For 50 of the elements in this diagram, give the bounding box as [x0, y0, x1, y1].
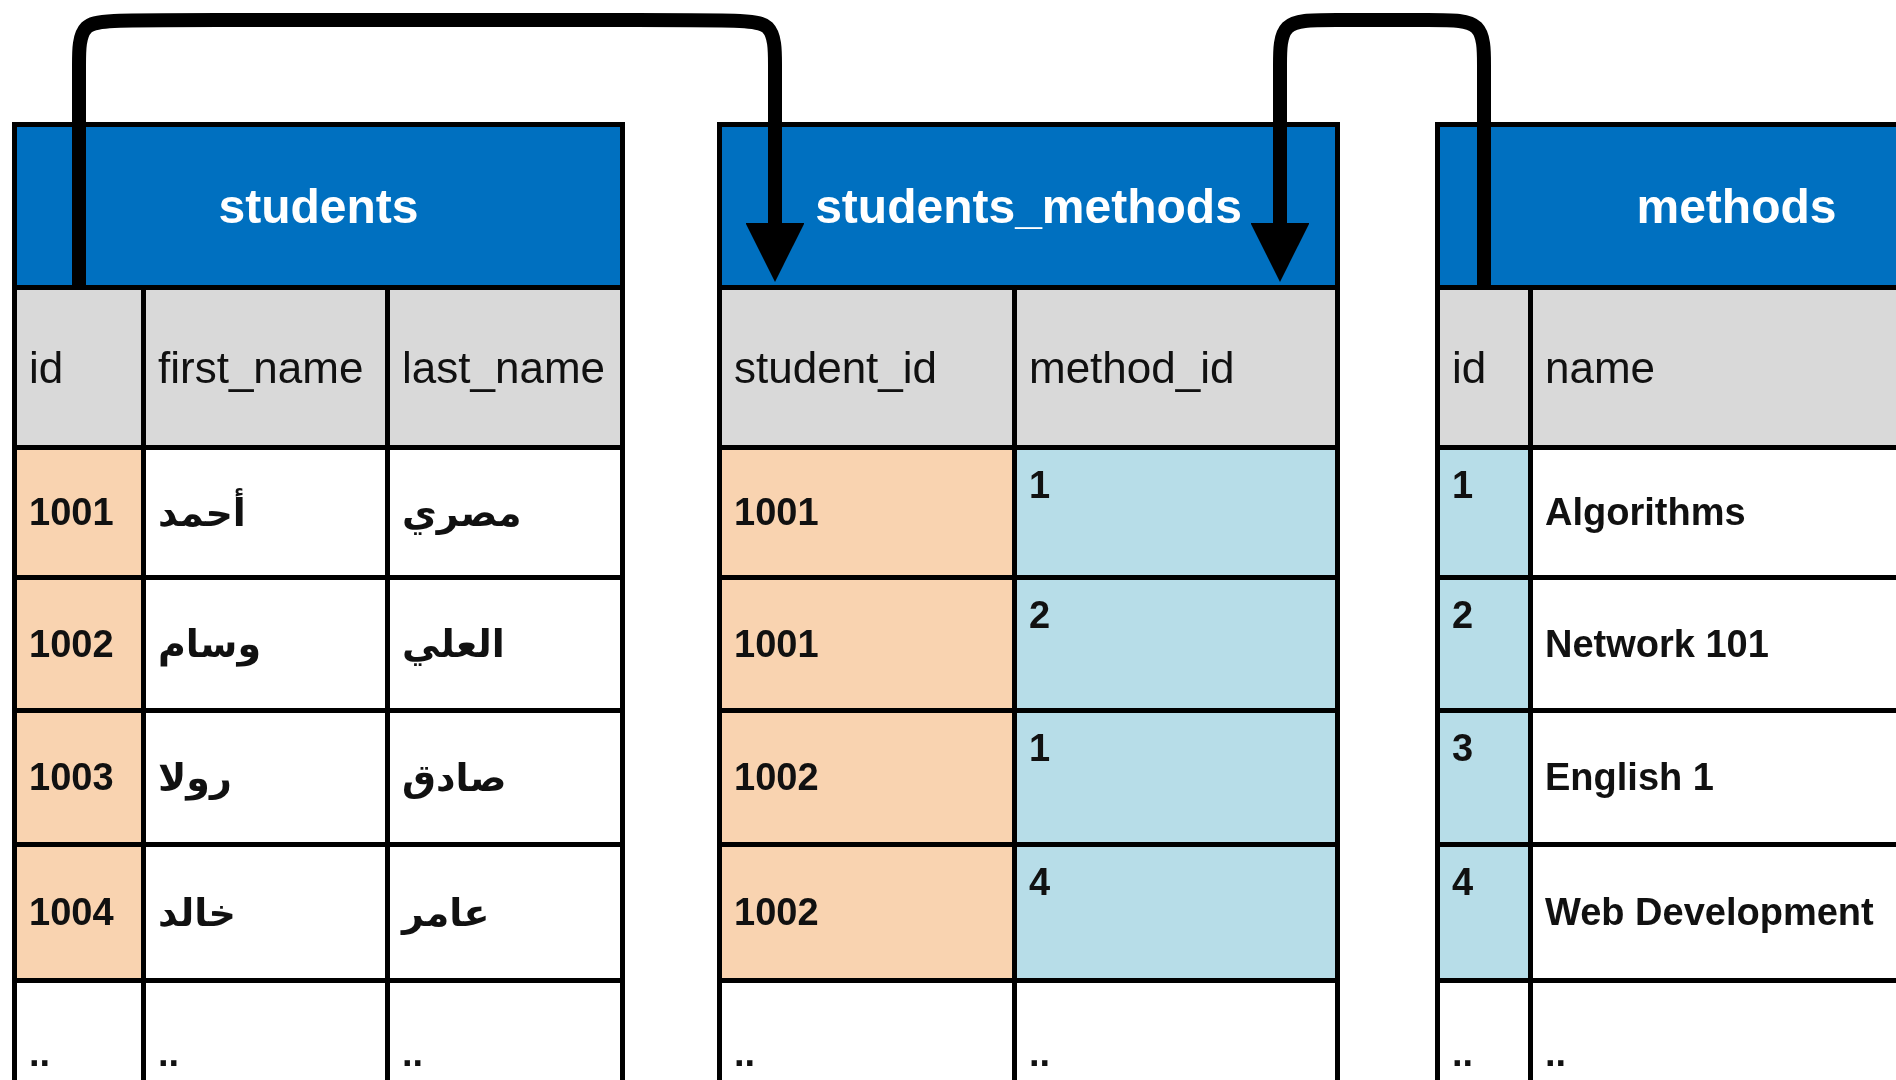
table-cell: ..: [1533, 983, 1896, 1080]
table-cell: ..: [722, 983, 1012, 1080]
arrow: [1250, 13, 1491, 288]
table-cell: وسام: [146, 580, 385, 708]
data-table: [717, 122, 1340, 1080]
table-cell: Web Development: [1533, 847, 1896, 978]
table-title: students_methods: [722, 127, 1335, 285]
table-cell: 1002: [722, 713, 1012, 842]
table-cell: صادق: [390, 713, 620, 842]
data-table: [12, 122, 625, 1080]
table-title: students: [17, 127, 620, 285]
column-header: last_name: [390, 290, 620, 445]
table-cell: 1: [1017, 713, 1335, 842]
table-cell: Network 101: [1533, 580, 1896, 708]
arrow: [72, 13, 805, 288]
table-cell: رولا: [146, 713, 385, 842]
column-header: id: [1440, 290, 1528, 445]
column-header: method_id: [1017, 290, 1335, 445]
table-cell: 1002: [722, 847, 1012, 978]
table-cell: 2: [1440, 580, 1528, 708]
table-cell: 1: [1440, 450, 1528, 575]
table-cell: ..: [390, 983, 620, 1080]
table-cell: ..: [1017, 983, 1335, 1080]
table-cell: 3: [1440, 713, 1528, 842]
table-cell: 2: [1017, 580, 1335, 708]
table-title: methods: [1440, 127, 1896, 285]
column-header: name: [1533, 290, 1896, 445]
data-table: [1435, 122, 1896, 1080]
table-cell: عامر: [390, 847, 620, 978]
table-cell: مصري: [390, 450, 620, 575]
column-header: id: [17, 290, 141, 445]
table-cell: 1001: [722, 450, 1012, 575]
table-cell: English 1: [1533, 713, 1896, 842]
table-cell: 1001: [722, 580, 1012, 708]
table-cell: 1002: [17, 580, 141, 708]
column-header: student_id: [722, 290, 1012, 445]
table-cell: العلي: [390, 580, 620, 708]
table-cell: 1: [1017, 450, 1335, 575]
table-cell: 1001: [17, 450, 141, 575]
table-cell: 4: [1440, 847, 1528, 978]
table-cell: ..: [17, 983, 141, 1080]
table-cell: أحمد: [146, 450, 385, 575]
column-header: first_name: [146, 290, 385, 445]
table-cell: 1004: [17, 847, 141, 978]
table-cell: 1003: [17, 713, 141, 842]
table-cell: ..: [1440, 983, 1528, 1080]
table-cell: 4: [1017, 847, 1335, 978]
table-cell: خالد: [146, 847, 385, 978]
table-cell: ..: [146, 983, 385, 1080]
table-cell: Algorithms: [1533, 450, 1896, 575]
